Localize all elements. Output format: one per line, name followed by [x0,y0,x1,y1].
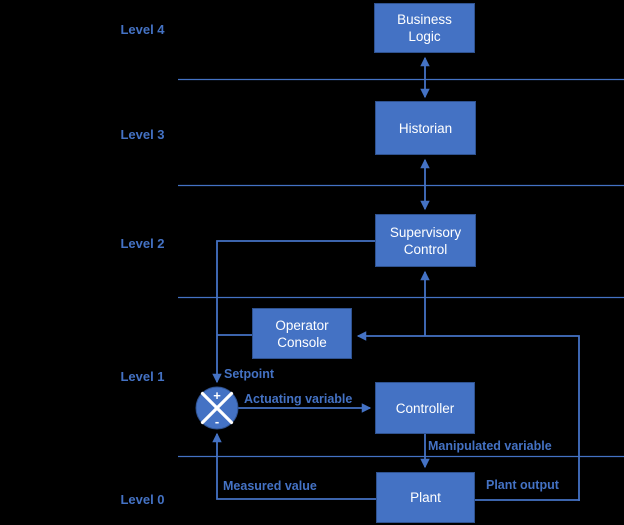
business-logic-box: Business Logic [374,3,475,53]
summing-junction-cross-line [200,391,234,425]
wire-measured-value [212,432,376,500]
controller-box: Controller [375,382,475,434]
operator-console-box: Operator Console [252,308,352,359]
summing-junction: + - [195,386,239,430]
measured-value-label: Measured value [223,479,317,493]
manipulated-variable-label: Manipulated variable [428,439,552,453]
supervisory-control-box: Supervisory Control [375,214,476,267]
summing-plus-sign: + [213,388,221,403]
actuating-variable-label: Actuating variable [244,392,353,406]
level-0-label: Level 0 [120,492,165,507]
level-4-label: Level 4 [120,22,165,37]
summing-minus-sign: - [215,414,219,429]
plant-output-label: Plant output [486,478,559,492]
level-1-label: Level 1 [120,369,165,384]
setpoint-label: Setpoint [224,367,274,381]
historian-box: Historian [375,101,476,155]
wire-plant-output-to-console [356,331,580,501]
level-3-label: Level 3 [120,127,165,142]
plant-box: Plant [376,472,475,523]
level-2-label: Level 2 [120,236,165,251]
